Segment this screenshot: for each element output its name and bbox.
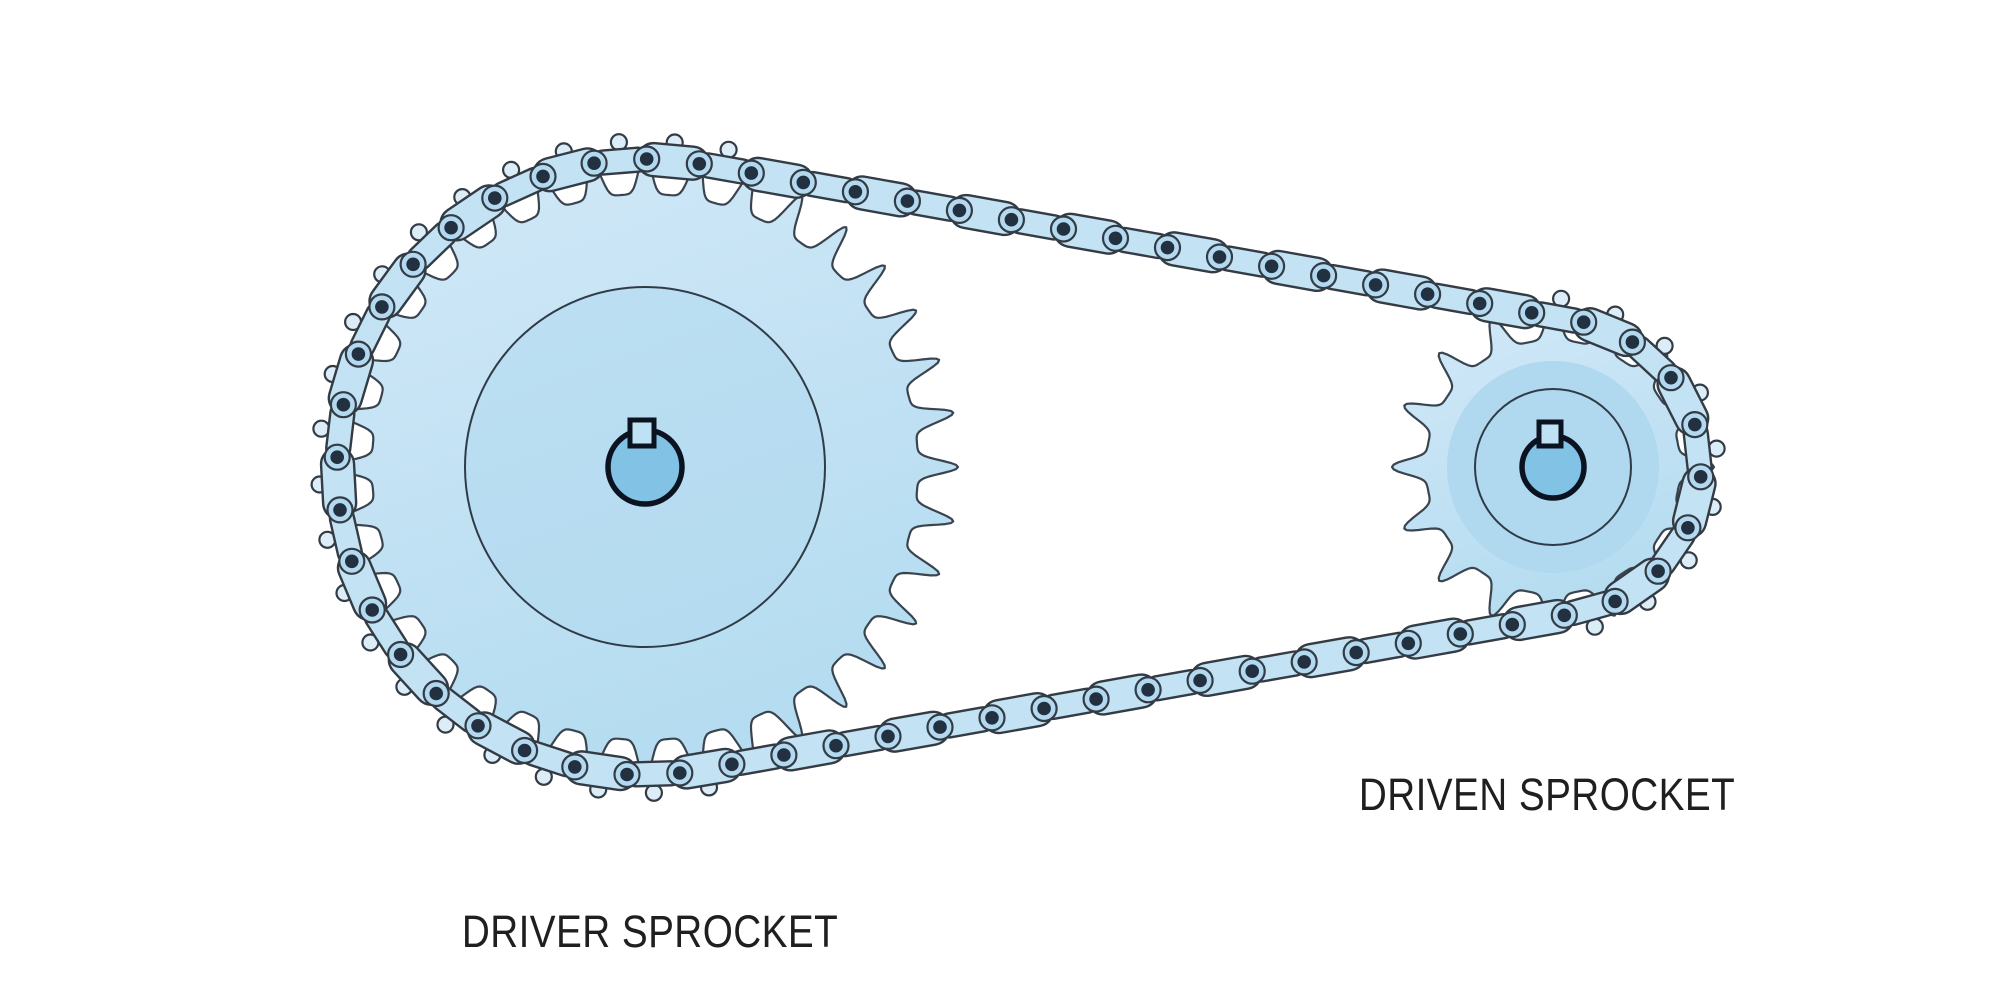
chain-pin [375,300,389,314]
chain-pin [1505,617,1520,632]
chain-pin [744,166,759,180]
chain-pin [568,760,582,774]
driver-sprocket-label-text: DRIVER SPROCKET [461,906,839,957]
chain-pin [1316,268,1331,283]
chain-pin [848,185,863,199]
chain-pin [517,743,532,758]
chain-pin [639,152,654,166]
chain-pin [796,175,811,190]
chain-pin [1089,692,1103,706]
tooth-tip-bump [644,783,664,802]
driven-sprocket [1390,304,1716,630]
chain-pin [1368,278,1383,292]
roller-chain [310,133,1726,802]
chain-pin [1297,655,1311,669]
chain-pin [1693,470,1708,484]
driven-sprocket-keyway [1536,419,1564,449]
driver-sprocket-keyway [627,417,657,449]
driver-sprocket [330,152,960,782]
chain-pin [1524,306,1539,320]
chain-pin [1108,231,1123,246]
chain-pin [587,156,601,170]
chain-pin [985,711,999,725]
chain-pin [952,203,967,218]
chain-pin [536,169,550,184]
chain-pin [1004,212,1019,227]
chain-pin [1453,627,1468,641]
chain-pin [471,719,485,733]
chain-pin [351,347,366,361]
chain-pin [900,194,915,208]
chain-pin [1625,335,1640,349]
chain-pin [1472,296,1487,311]
chain-pin [1193,673,1207,688]
chain-pin [1576,315,1591,330]
chain-pin [1056,222,1071,236]
chain-pin [1664,370,1678,385]
driven-sprocket-label: DRIVEN SPROCKET [1328,769,1766,821]
chain-pin [336,397,351,412]
chain-pin [365,603,380,617]
chain-pin [444,220,458,235]
chain-pin [1608,594,1622,609]
chain-pin [429,686,444,701]
chain-pin [829,738,843,753]
chain-rollers [323,145,1715,789]
chain-pin [1681,521,1695,535]
chain-pin [1688,417,1702,432]
chain-pin [1264,259,1279,274]
chain-pin [488,191,502,205]
chain-pin [933,720,947,734]
chain-pin [1349,645,1363,660]
chain-pin [1245,664,1259,678]
chain-pin [1037,701,1051,716]
chain-pin [345,554,359,569]
chain-pin [1212,250,1227,264]
driven-sprocket-label-text: DRIVEN SPROCKET [1358,769,1736,820]
chain-pin [333,503,347,517]
chain-pin [330,450,345,465]
chain-pin [1160,240,1175,255]
chain-pin [777,748,791,762]
chain-pin [1557,608,1572,623]
chain-pin [393,647,408,662]
chain-pin [1141,683,1155,697]
driver-sprocket-label: DRIVER SPROCKET [431,906,869,958]
chain-pin [692,157,707,171]
chain-pin [881,729,895,744]
chain-pin [1651,564,1665,578]
chain-pin [725,757,739,772]
chain-pin [620,767,634,782]
chain-pin [406,257,420,272]
chain-pin [673,766,687,780]
driven-sprocket-inner-circle [1474,388,1632,546]
chain-pin [1401,636,1416,651]
tooth-tip-bump [409,223,428,242]
chain-pin [1420,287,1435,302]
